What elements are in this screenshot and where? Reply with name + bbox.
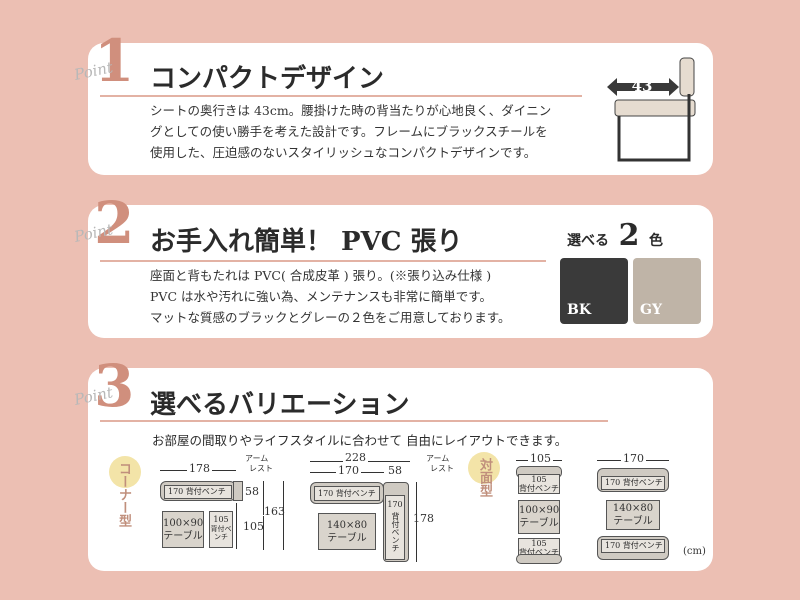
color-count-post: 色 [649,233,664,249]
arm-label: アーム [245,454,269,463]
dim-line [263,516,264,550]
table-text: テーブル [327,532,367,544]
corner1-d58-dim: 58 [245,485,259,498]
side-bench-text: 背付ベンチ [210,525,232,541]
bench-text: 背付ベンチ [519,548,559,557]
feature-card-compact [88,43,713,175]
facing1-top-bench: 105 背付ベンチ [518,474,560,494]
dim-line [236,503,237,549]
table-size: 140×80 [612,503,654,514]
unit-label: (cm) [683,546,706,557]
table-size: 100×90 [163,517,204,529]
color-count-heading: 選べる 2 色 [567,218,663,253]
corner2-side-bench: 170 背付ベンチ [385,495,405,560]
section3-title: 選べるバリエーション [150,390,410,420]
color-count-number: 2 [618,218,640,253]
corner1-main-bench: 170 背付ベンチ [164,485,232,499]
side-bench-text: 背付ベンチ [391,512,400,552]
swatch-label-gy: GY [640,302,662,318]
facing1-bench-back-bottom [516,554,562,564]
corner2-w170-dim: 170 [336,464,361,477]
section1-title: コンパクトデザイン [150,64,385,94]
category-marker [109,456,141,488]
table-text: テーブル [519,518,559,529]
corner2-h178-dim: 178 [413,512,434,525]
facing1-bottom-bench: 105 背付ベンチ [518,538,560,558]
section2-line: 座面と背もたれは PVC( 合成皮革 ) 張り。(※張り込み仕様 ) [150,268,492,283]
facing1-table: 100×90 テーブル [518,500,560,534]
facing1-width-dim: 105 [528,452,553,465]
bench-text: 背付ベンチ [519,484,559,493]
section3-rule [100,420,608,422]
point-number-3: 3 [94,352,135,420]
color-swatch-black: BK [560,258,628,324]
dim-line [283,481,284,550]
corner1-d105-dim: 105 [243,520,264,533]
dim-line [416,482,417,562]
depth-label: 43 [631,77,653,95]
section2-description: 座面と背もたれは PVC( 合成皮革 ) 張り。(※張り込み仕様 ) PVC は… [150,265,511,328]
side-bench-num: 105 [213,515,229,524]
section2-line: マットな質感のブラックとグレーの２色をご用意しております。 [150,310,511,325]
corner1-table: 100×90 テーブル [162,511,204,548]
section2-line: PVC は水や汚れに強い為、メンテナンスも非常に簡単です。 [150,289,492,304]
table-size: 140×80 [326,519,368,531]
point-number-1: 1 [94,27,135,95]
facing2-width-dim: 170 [621,452,646,465]
corner2-total-dim: 228 [343,451,368,464]
color-swatch-gray: GY [633,258,701,324]
side-bench-num: 170 [387,500,403,509]
arm-label: アーム [426,454,450,463]
section3-subtitle: お部屋の間取りやライフスタイルに合わせて 自由にレイアウトできます。 [152,433,568,448]
section1-line: グとしての使い勝手を考えた設計です。フレームにブラックスチールを [150,124,548,139]
table-size: 100×90 [519,505,560,516]
facing2-top-bench: 170 背付ベンチ [601,476,665,490]
dim-line [263,481,264,515]
corner1-side-bench: 105 背付ベンチ [209,511,233,548]
facing2-table: 140×80 テーブル [606,500,660,530]
facing-type-label: 対面型 [477,458,492,497]
bench-num: 105 [531,475,547,484]
point-number-2: 2 [94,189,135,257]
section1-line: シートの奥行きは 43cm。腰掛けた時の背当たりが心地良く、ダイニン [150,103,552,118]
corner-type-label: コーナー型 [116,462,131,527]
category-marker [468,452,500,484]
chair-side-illustration [607,57,696,162]
section2-rule [100,260,546,262]
corner1-width-dim: 178 [187,462,212,475]
table-text: テーブル [613,516,653,527]
corner2-main-bench: 170 背付ベンチ [314,486,380,501]
section1-rule [100,95,582,97]
corner2-w58-dim: 58 [388,464,402,477]
rest-label: レスト [249,464,273,473]
color-count-pre: 選べる [567,233,609,249]
section1-description: シートの奥行きは 43cm。腰掛けた時の背当たりが心地良く、ダイニン グとしての… [150,100,551,163]
rest-label: レスト [430,464,454,473]
section2-title: お手入れ簡単！ PVC 張り [150,227,463,257]
corner1-armrest [233,481,243,501]
section1-line: 使用した、圧迫感のないスタイリッシュなコンパクトデザインです。 [150,145,537,160]
swatch-label-bk: BK [567,302,592,318]
corner2-table: 140×80 テーブル [318,513,376,550]
corner1-d163-dim: 163 [264,505,285,518]
bench-num: 105 [531,539,547,548]
table-text: テーブル [163,530,203,542]
facing2-bottom-bench: 170 背付ベンチ [601,539,665,553]
